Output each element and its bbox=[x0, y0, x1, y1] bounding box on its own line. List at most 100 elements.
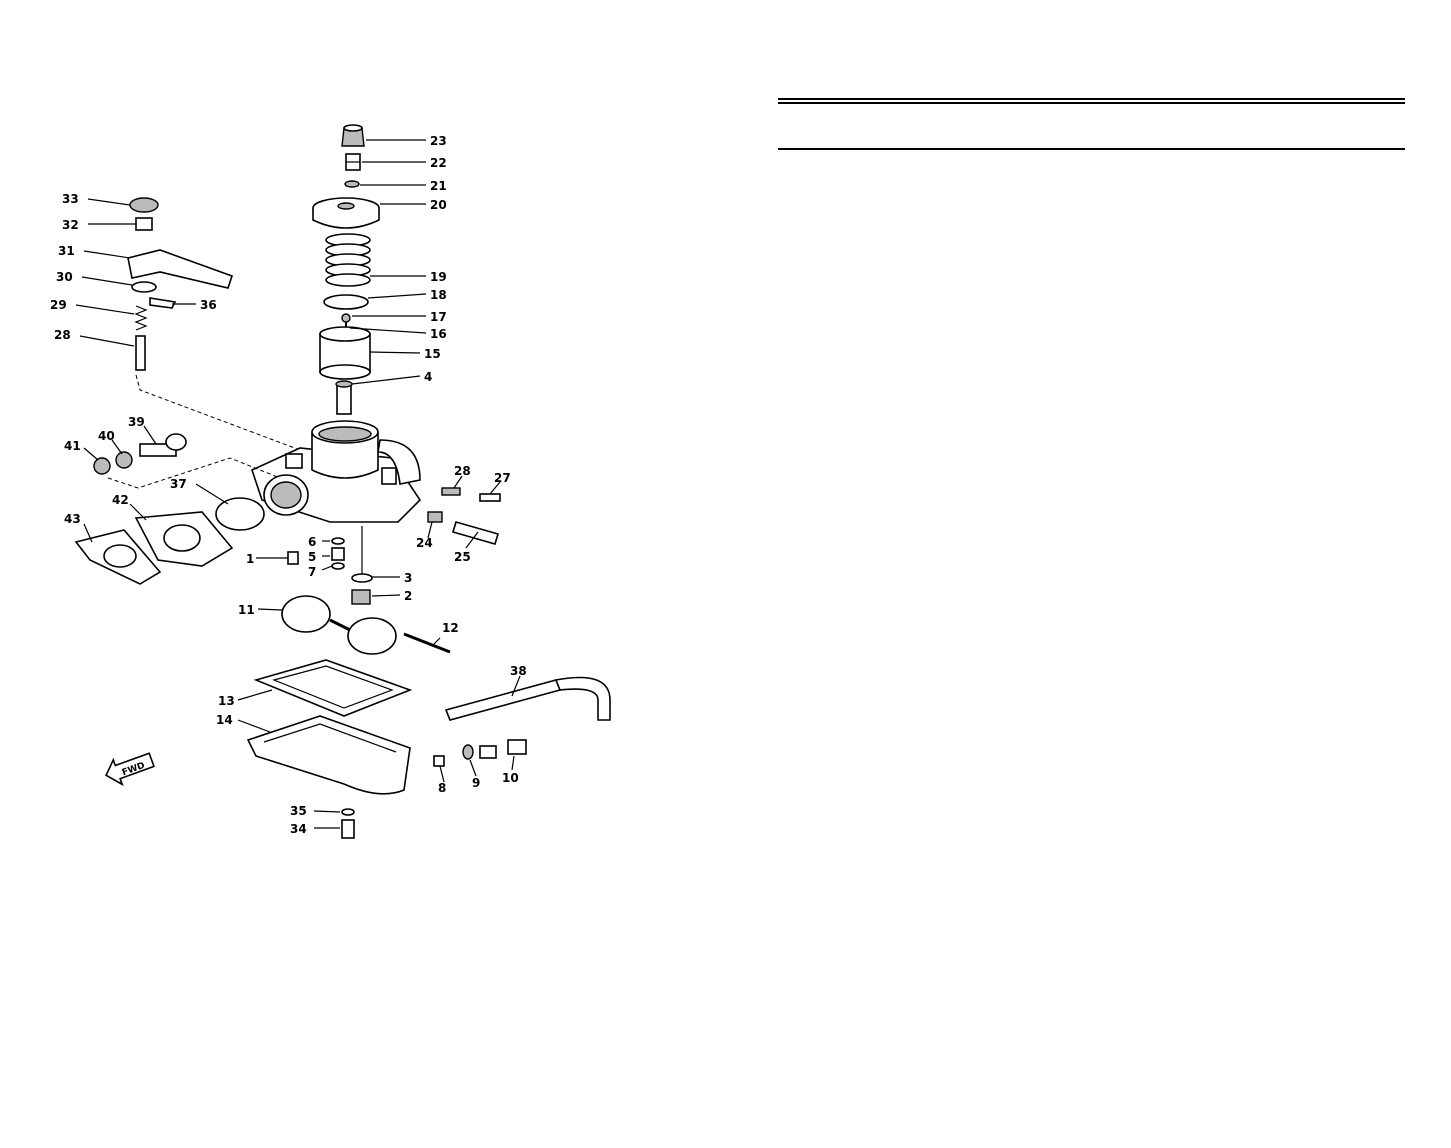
part-throttle-spring bbox=[325, 233, 371, 287]
callout-20: 20 bbox=[380, 198, 447, 212]
assembly-line-plunger bbox=[135, 374, 301, 451]
part-needle-clip bbox=[341, 313, 351, 323]
part-bottom-washer bbox=[341, 808, 355, 816]
callout-label: 22 bbox=[430, 156, 447, 170]
callout-label: 36 bbox=[200, 298, 217, 312]
part-small-washer bbox=[344, 180, 360, 188]
callout-label: 15 bbox=[424, 347, 441, 361]
callout-label: 21 bbox=[430, 179, 447, 193]
callout-21: 21 bbox=[360, 179, 447, 193]
callout-10: 10 bbox=[502, 755, 519, 785]
part-throttle-stop-screw bbox=[479, 493, 501, 502]
assembly-line-airscrew bbox=[107, 457, 281, 489]
callout-18: 18 bbox=[367, 288, 447, 302]
part-mixing-chamber-top bbox=[312, 197, 380, 229]
callout-30: 30 bbox=[56, 270, 133, 286]
callout-label: 24 bbox=[416, 536, 433, 550]
callout-29: 29 bbox=[50, 298, 135, 315]
callout-label: 33 bbox=[62, 192, 79, 206]
callout-22: 22 bbox=[362, 156, 447, 170]
callout-5: 5 bbox=[308, 550, 330, 564]
callout-40: 40 bbox=[98, 429, 123, 455]
part-float-chamber bbox=[246, 715, 411, 795]
part-cap-nut bbox=[129, 197, 159, 213]
callout-label: 35 bbox=[290, 804, 307, 818]
callout-28a: 28 bbox=[54, 328, 135, 347]
part-lever-stopper bbox=[149, 297, 177, 309]
callout-label: 13 bbox=[218, 694, 235, 708]
callout-31: 31 bbox=[58, 244, 131, 259]
part-float-chamber-gasket bbox=[253, 659, 413, 717]
part-carburetor-body bbox=[251, 420, 422, 523]
part-throttle-valve bbox=[319, 326, 371, 380]
part-starter-lever bbox=[127, 249, 234, 289]
part-plunger-spring bbox=[134, 305, 148, 331]
callout-label: 32 bbox=[62, 218, 79, 232]
callout-label: 18 bbox=[430, 288, 447, 302]
part-pilot-spring bbox=[427, 511, 443, 523]
callout-4: 4 bbox=[351, 370, 432, 385]
part-lever-nut bbox=[135, 217, 153, 231]
callout-label: 38 bbox=[510, 664, 527, 678]
callout-label: 28 bbox=[54, 328, 71, 342]
callout-label: 29 bbox=[50, 298, 67, 312]
callout-label: 3 bbox=[404, 571, 412, 585]
callout-label: 4 bbox=[424, 370, 432, 384]
callout-label: 27 bbox=[494, 471, 511, 485]
callout-label: 16 bbox=[430, 327, 447, 341]
callout-23: 23 bbox=[366, 134, 447, 148]
callout-label: 43 bbox=[64, 512, 81, 526]
callout-7: 7 bbox=[308, 565, 333, 579]
callout-label: 34 bbox=[290, 822, 307, 836]
callout-8: 8 bbox=[438, 765, 446, 795]
callout-41: 41 bbox=[64, 439, 99, 461]
callout-label: 23 bbox=[430, 134, 447, 148]
callout-12: 12 bbox=[433, 621, 459, 645]
part-o-ring bbox=[215, 497, 265, 531]
part-insulator bbox=[134, 511, 234, 567]
callout-2: 2 bbox=[371, 589, 412, 603]
callout-24: 24 bbox=[416, 521, 433, 550]
callout-13: 13 bbox=[218, 689, 273, 708]
part-washer-6 bbox=[331, 537, 345, 545]
callout-32: 32 bbox=[62, 218, 136, 232]
callout-39: 39 bbox=[128, 415, 157, 445]
part-overflow-pipe bbox=[444, 676, 611, 721]
part-lever-washer bbox=[131, 281, 157, 293]
callout-label: 28 bbox=[454, 464, 471, 478]
callout-11: 11 bbox=[238, 603, 283, 617]
callout-19: 19 bbox=[370, 270, 447, 284]
part-gasket bbox=[74, 529, 162, 585]
callout-36: 36 bbox=[172, 298, 217, 312]
callout-label: 7 bbox=[308, 565, 316, 579]
callout-35: 35 bbox=[290, 804, 341, 818]
part-drain-plug bbox=[433, 755, 445, 767]
header-single-rule bbox=[778, 148, 1405, 150]
part-adjuster-nut bbox=[345, 153, 361, 171]
header-double-rule-top bbox=[778, 98, 1405, 100]
callout-38: 38 bbox=[510, 664, 527, 697]
callout-25: 25 bbox=[454, 531, 479, 564]
callout-label: 37 bbox=[170, 477, 187, 491]
front-direction-arrow: FWD bbox=[105, 752, 155, 787]
callout-label: 8 bbox=[438, 781, 446, 795]
part-washer-41 bbox=[93, 457, 111, 475]
part-bottom-screw bbox=[341, 819, 355, 839]
callout-27: 27 bbox=[489, 471, 511, 495]
callout-1: 1 bbox=[246, 552, 254, 566]
part-spring-seat bbox=[323, 294, 369, 310]
part-needle-jet bbox=[335, 380, 353, 415]
callout-label: 25 bbox=[454, 550, 471, 564]
part-throttle-stop-spring bbox=[441, 487, 461, 496]
callout-label: 30 bbox=[56, 270, 73, 284]
header-double-rule-bottom bbox=[778, 102, 1405, 104]
part-air-screw bbox=[139, 433, 187, 457]
callout-14: 14 bbox=[216, 713, 271, 733]
callout-label: 19 bbox=[430, 270, 447, 284]
callout-17: 17 bbox=[352, 310, 447, 324]
callout-label: 20 bbox=[430, 198, 447, 212]
part-float bbox=[281, 595, 397, 655]
callout-label: 40 bbox=[98, 429, 115, 443]
callout-label: 39 bbox=[128, 415, 145, 429]
